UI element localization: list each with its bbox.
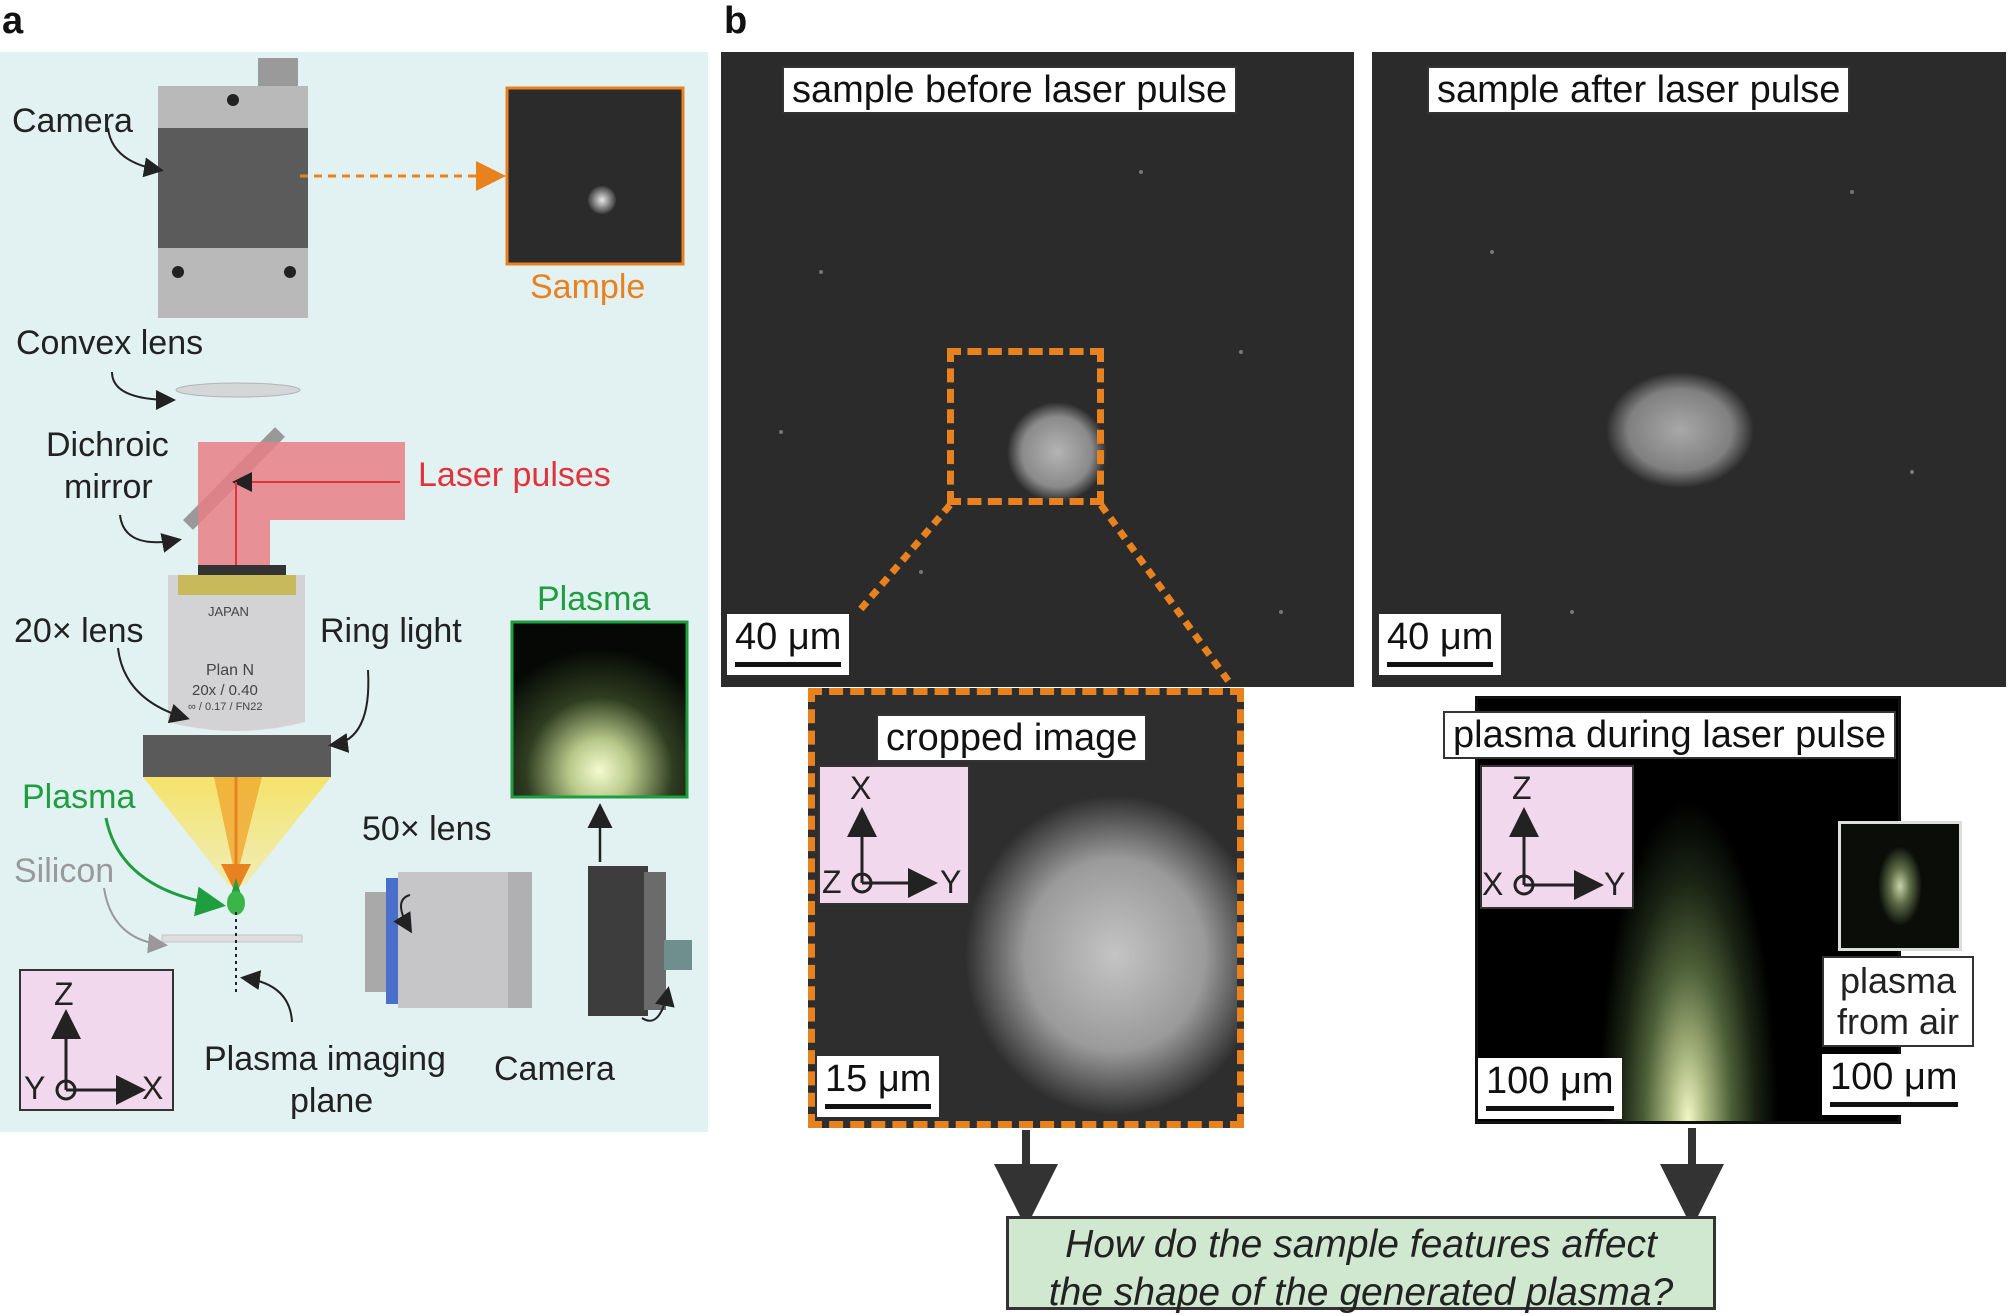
plasma-axis-right: Y — [1604, 866, 1626, 902]
scalebar-before: 40 μm — [727, 614, 850, 675]
label-imaging-plane-2: plane — [290, 1082, 374, 1120]
cropped-axes-box — [818, 765, 970, 905]
label-convex-lens: Convex lens — [16, 324, 204, 362]
convex-lens — [175, 382, 301, 398]
objective-50x — [365, 872, 532, 1008]
scalebar-plasma: 100 μm — [1478, 1058, 1622, 1119]
sem-image-before — [721, 52, 1354, 687]
question-line-2: the shape of the generated plasma? — [1048, 1270, 1674, 1314]
research-question-box: How do the sample features affect the sh… — [1006, 1216, 1716, 1314]
top-camera — [158, 58, 308, 318]
plasma-air-caption: plasma from air — [1822, 956, 1974, 1047]
label-imaging-plane-1: Plasma imaging — [204, 1040, 446, 1078]
label-plasma: Plasma — [22, 778, 136, 816]
sample-thumbnail — [505, 86, 685, 266]
plasma-air-line2: from air — [1836, 1001, 1959, 1043]
cropped-axis-up: X — [850, 770, 872, 806]
scalebar-cropped: 15 μm — [817, 1056, 940, 1117]
title-cropped: cropped image — [876, 714, 1148, 762]
label-camera-bottom: Camera — [494, 1050, 615, 1088]
scalebar-after: 40 μm — [1379, 614, 1502, 675]
plasma-air-image — [1838, 821, 1962, 951]
side-camera — [588, 866, 692, 1016]
plasma-air-line1: plasma — [1839, 960, 1957, 1001]
plasma-inset-image — [510, 620, 689, 799]
label-dichroic-1: Dichroic — [46, 426, 169, 464]
label-laser-pulses: Laser pulses — [418, 456, 611, 494]
setup-schematic-drawing — [19, 58, 692, 1111]
label-sample: Sample — [530, 268, 646, 306]
cropped-axis-right: Y — [940, 864, 962, 900]
objective-20x — [143, 565, 331, 777]
axis-label-x: X — [142, 1070, 164, 1106]
plasma-axis-origin: X — [1482, 866, 1504, 902]
label-50x-lens: 50× lens — [362, 810, 492, 848]
scalebar-after-label: 40 μm — [1387, 616, 1494, 658]
title-plasma: plasma during laser pulse — [1443, 711, 1897, 759]
objective-text-japan: JAPAN — [208, 604, 249, 619]
scalebar-air: 100 μm — [1822, 1054, 1966, 1115]
setup-axes-box — [19, 969, 174, 1111]
panel-letter-b: b — [724, 0, 748, 42]
scalebar-plasma-label: 100 μm — [1486, 1060, 1614, 1102]
label-camera-top: Camera — [12, 102, 133, 140]
title-before: sample before laser pulse — [782, 66, 1238, 114]
cropped-axis-origin: Z — [822, 864, 842, 900]
crop-region-box — [947, 348, 1104, 505]
objective-text-plan: Plan N — [206, 662, 255, 679]
label-20x-lens: 20× lens — [14, 612, 144, 650]
question-line-1: How do the sample features affect — [1065, 1223, 1657, 1266]
scalebar-before-label: 40 μm — [735, 616, 842, 658]
plasma-axis-up: Z — [1512, 770, 1532, 806]
panel-letter-a: a — [2, 0, 24, 42]
axis-label-y: Y — [24, 1070, 46, 1106]
axis-label-z: Z — [54, 976, 74, 1012]
plasma-axes-box — [1480, 765, 1634, 909]
scalebar-air-label: 100 μm — [1830, 1056, 1958, 1098]
label-ring-light: Ring light — [320, 612, 462, 650]
title-after: sample after laser pulse — [1427, 66, 1851, 114]
label-plasma-inset: Plasma — [537, 580, 651, 618]
objective-text-mag: 20x / 0.40 — [192, 682, 258, 699]
label-silicon: Silicon — [14, 852, 115, 890]
scalebar-cropped-label: 15 μm — [825, 1058, 932, 1100]
sem-image-after — [1372, 52, 2006, 687]
objective-text-spec: ∞ / 0.17 / FN22 — [188, 701, 263, 713]
label-dichroic-2: mirror — [64, 468, 153, 506]
